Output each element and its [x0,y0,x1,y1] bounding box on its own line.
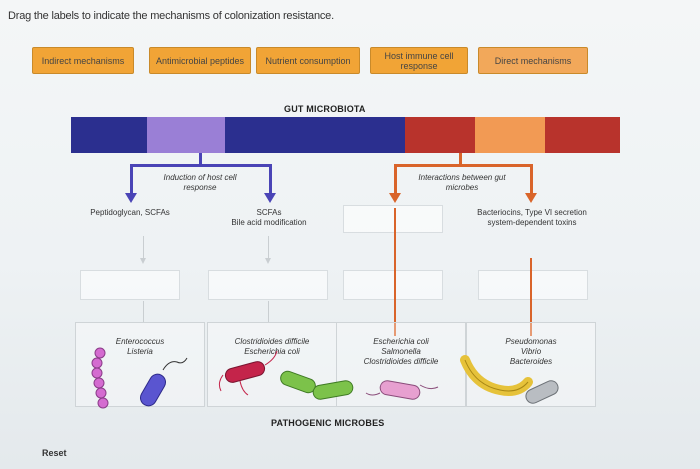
bar-segment [305,117,405,153]
purple-connector-right [269,164,272,194]
orange-connector-bar [394,164,533,167]
purple-arrow-left-icon [125,193,137,203]
pathogen-text-col3: Escherichia coli Salmonella Clostridioid… [363,337,439,366]
bar-segment [147,117,225,153]
drop-target-col2[interactable] [208,270,328,300]
pathogen-text-col1: Enterococcus Listeria [115,337,165,356]
grey-arrow-col2-lower [268,301,269,323]
label-host-immune-cell-response[interactable]: Host immune cell response [370,47,468,74]
grey-arrow-col1-lower [143,301,144,323]
mechanism-col1: Peptidoglycan, SCFAs [90,208,170,217]
salmonella-rod-icon [365,380,439,400]
mechanism-col4: Bacteriocins, Type VI secretion system-d… [477,208,587,227]
label-antimicrobial-peptides[interactable]: Antimicrobial peptides [149,47,251,74]
pathogen-text-col2: Clostridioides difficile Escherichia col… [234,337,310,356]
pseudomonas-rod-icon [460,355,533,396]
instruction-text: Drag the labels to indicate the mechanis… [8,10,334,22]
bar-segment [405,117,475,153]
orange-line-col3 [394,208,396,336]
enterococcus-chain-icon [91,347,109,409]
grey-arrowhead-col1-icon [140,258,146,264]
orange-connector-stem [459,153,462,166]
bar-segment [109,117,147,153]
drop-target-col4[interactable] [478,270,588,300]
grey-arrow-col1 [143,236,144,258]
orange-connector-left [394,164,397,194]
left-caption: Induction of host cell response [163,173,237,192]
purple-connector-bar [130,164,272,167]
vibrio-rod-icon [525,380,559,404]
orange-connector-right [530,164,533,194]
pathogen-illustrations [91,347,559,409]
drop-target-col3-upper[interactable] [343,205,443,233]
purple-connector-stem [199,153,202,166]
pathogen-text-col4: Pseudomonas Vibrio Bacteroides [505,337,557,366]
escherichia-rod-icon [280,370,354,400]
grey-arrow-col2 [268,236,269,258]
bar-segment [225,117,305,153]
bar-segment [545,117,620,153]
drop-target-col3[interactable] [343,270,443,300]
reset-button[interactable]: Reset [42,448,67,458]
drop-target-col1[interactable] [80,270,180,300]
orange-arrow-left-icon [389,193,401,203]
gut-microbiota-bar [71,117,620,153]
label-nutrient-consumption[interactable]: Nutrient consumption [256,47,360,74]
bar-segment [475,117,545,153]
right-caption: Interactions between gut microbes [418,173,506,192]
purple-connector-left [130,164,133,194]
clostridioides-rod-icon [218,350,278,396]
purple-arrow-right-icon [264,193,276,203]
orange-line-col4 [530,258,532,336]
grey-arrowhead-col2-icon [265,258,271,264]
label-indirect-mechanisms[interactable]: Indirect mechanisms [32,47,134,74]
label-direct-mechanisms[interactable]: Direct mechanisms [478,47,588,74]
orange-arrow-right-icon [525,193,537,203]
listeria-rod-icon [140,357,188,407]
bar-segment [71,117,109,153]
mechanism-col2: SCFAs Bile acid modification [231,208,307,227]
gut-microbiota-heading: GUT MICROBIOTA [284,104,366,114]
pathogenic-microbes-heading: PATHOGENIC MICROBES [271,418,385,428]
